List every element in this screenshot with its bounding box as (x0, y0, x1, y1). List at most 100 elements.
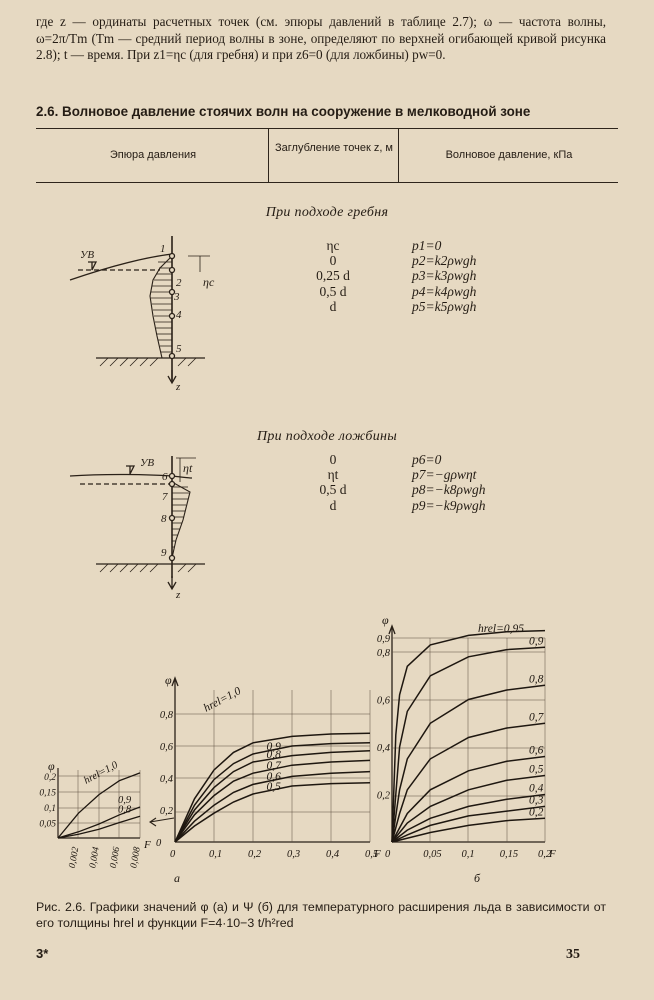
series-label: 0,8 (529, 673, 544, 685)
y-tick-label: 0,1 (44, 804, 56, 814)
series-label: 0,9 (118, 795, 132, 806)
table-col-divider-2 (398, 129, 399, 182)
x-tick-label: 0,3 (287, 849, 300, 860)
table-header-depth: Заглубление точек z, м (275, 142, 393, 154)
trough-depth: 0,5 d (319, 482, 347, 498)
crest-pressure-diagram (69, 236, 210, 385)
y-tick-label: 0,6 (160, 742, 174, 753)
y-axis-label: φ (382, 613, 389, 627)
crest-depth: 0,5 d (319, 283, 347, 299)
y-tick-label: 0,15 (39, 789, 56, 799)
crest-case-title: При подходе гребня (265, 205, 389, 220)
y-tick-label: 0,05 (39, 820, 56, 830)
trough-uv-label: УВ (140, 457, 154, 469)
y-tick-label: 0,4 (377, 743, 391, 754)
crest-pressure: p5=k5ρwgh (412, 298, 477, 314)
series-label: 0,2 (529, 806, 544, 818)
y-axis-label: φ (165, 673, 172, 687)
series-line (57, 772, 141, 839)
y-axis-label: φ (48, 759, 55, 773)
y-tick-label: 0,8 (377, 648, 391, 659)
table-col-divider-1 (268, 129, 269, 182)
chart-inset-axes (57, 768, 141, 839)
series-line (391, 629, 546, 843)
section-title: 2.6. Волновое давление стоячих волн на с… (36, 104, 531, 119)
chart-inset-series (57, 772, 141, 839)
crest-eta-label: ηc (203, 275, 215, 289)
series-line (391, 774, 546, 843)
x-tick-label: 0,1 (209, 849, 222, 860)
x-axis-label: F (143, 839, 151, 851)
trough-eta-label: ηt (183, 461, 193, 475)
series-line (391, 793, 546, 843)
series-label: 0,4 (529, 783, 544, 795)
inset-link-arrow (149, 817, 175, 827)
table-header-rule (36, 182, 618, 183)
crest-pressure: p1=0 (412, 238, 442, 253)
chart-a-series (174, 732, 371, 843)
x-tick-label: 0 (170, 849, 176, 860)
crest-point-label: 4 (176, 309, 182, 321)
series-line (174, 782, 371, 843)
trough-depth: ηt (327, 467, 339, 483)
trough-point-label: 8 (161, 513, 167, 525)
x-tick-label: 0,15 (500, 849, 518, 860)
trough-case-title: При подходе ложбины (256, 429, 398, 444)
crest-depth: 0,25 d (316, 268, 350, 284)
series-line (57, 806, 141, 839)
series-line (391, 646, 546, 843)
series-label: 0,7 (267, 760, 283, 772)
crest-point-label: 5 (176, 343, 182, 355)
series-label: hrel=1,0 (202, 685, 243, 715)
crest-z-label: z (175, 381, 181, 393)
trough-depth: 0 (329, 452, 337, 467)
x-tick-label: 0,008 (129, 846, 143, 869)
series-label: 0,3 (529, 794, 544, 806)
trough-depth: d (329, 497, 337, 513)
y-tick-label: 0,6 (377, 696, 391, 707)
trough-pressure: p8=−k8ρwgh (412, 482, 486, 498)
crest-depth: d (329, 298, 337, 314)
crest-uv-label: УВ (80, 249, 94, 261)
x-tick-label: 0,4 (326, 849, 340, 860)
trough-pressure-diagram (69, 456, 205, 591)
intro-paragraph: где z — ординаты расчетных точек (см. эп… (36, 14, 606, 63)
y-tick-label: 0,2 (377, 791, 391, 802)
x-axis-label: F (373, 848, 381, 860)
chart-b-series (391, 629, 546, 843)
series-line (391, 817, 546, 843)
series-line (174, 742, 371, 843)
series-label: hrel=0,95 (478, 623, 524, 635)
series-label: 0,9 (267, 741, 282, 753)
series-label: 0,6 (267, 771, 282, 783)
crest-pressure: p3=k3ρwgh (412, 268, 477, 284)
series-line (391, 684, 546, 843)
table-header-diagram: Эпюра давления (109, 149, 197, 161)
trough-pressure: p6=0 (412, 452, 442, 467)
figure-caption: Рис. 2.6. Графики значений φ (а) и Ψ (б)… (36, 900, 606, 930)
y-tick-label: 0,4 (160, 774, 174, 785)
chart-a-axes (171, 676, 371, 843)
crest-point-label: 1 (160, 243, 166, 255)
x-tick-label: 0,002 (68, 846, 82, 869)
series-label: 0,9 (529, 635, 544, 647)
trough-point-label: 7 (162, 491, 168, 503)
x-tick-label: 0,004 (88, 846, 102, 869)
series-label: 0,5 (529, 764, 544, 776)
series-line (174, 732, 371, 843)
trough-point-label: 6 (162, 471, 168, 483)
series-line (174, 750, 371, 843)
trough-pressure-list: p6=0 p7=−gρwηt p8=−k8ρwgh p9=−k9ρwgh (412, 452, 485, 513)
trough-pressure: p7=−gρwηt (412, 467, 477, 483)
y-tick-label: 0,2 (160, 806, 174, 817)
trough-depth-list: 0 ηt 0,5 d d (288, 452, 378, 513)
x-tick-label: 0,05 (423, 849, 441, 860)
x-axis-label: F (548, 848, 556, 860)
series-label: hrel=1,0 (82, 759, 120, 786)
table-header-pressure: Волновое давление, кПа (445, 149, 573, 161)
crest-point-label: 2 (176, 277, 182, 289)
y-tick-label: 0,9 (377, 634, 391, 645)
